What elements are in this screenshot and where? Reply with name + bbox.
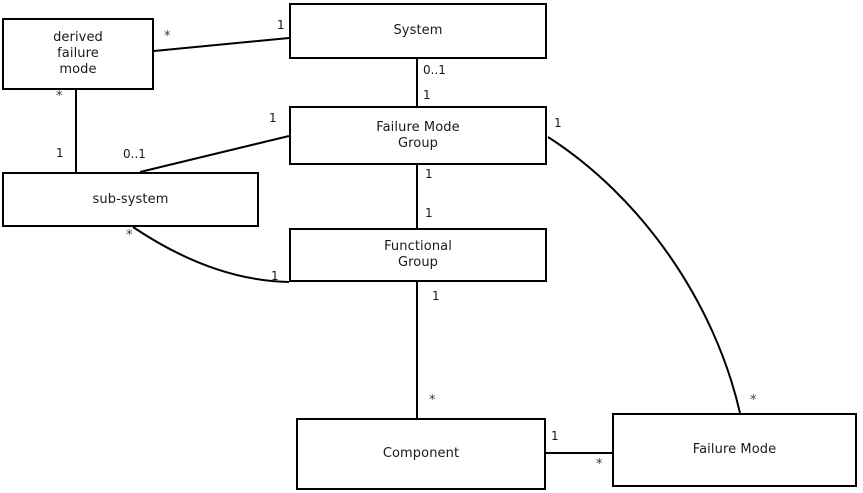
multiplicity-label-fmg-right: 1 xyxy=(554,116,562,130)
multiplicity-label-component-right: 1 xyxy=(551,429,559,443)
association-line-subsystem-fmg xyxy=(139,135,290,173)
class-box-component[interactable]: Component xyxy=(296,418,546,490)
multiplicity-label-component-up: * xyxy=(429,393,436,408)
multiplicity-label-fg-left: 1 xyxy=(271,269,279,283)
class-label-system: System xyxy=(393,23,443,38)
multiplicity-label-fm-left: * xyxy=(596,457,603,472)
multiplicity-label-fmg-left: 1 xyxy=(269,111,277,125)
class-box-derived-failure-mode[interactable]: derived failure mode xyxy=(2,18,154,90)
association-curve-fmg-fm xyxy=(547,136,741,414)
class-box-system[interactable]: System xyxy=(289,3,547,59)
class-label-component: Component xyxy=(382,446,460,461)
class-label-functional-group: Functional Group xyxy=(384,239,452,270)
multiplicity-label-system-down: 0..1 xyxy=(423,63,446,77)
multiplicity-label-subsystem-up: 1 xyxy=(56,146,64,160)
multiplicity-label-dfm-star: * xyxy=(164,29,171,44)
multiplicity-label-fmg-up: 1 xyxy=(423,88,431,102)
class-label-derived-failure-mode: derived failure mode xyxy=(53,30,103,77)
multiplicity-label-fg-down: 1 xyxy=(432,289,440,303)
class-label-failure-mode: Failure Mode xyxy=(692,442,777,457)
multiplicity-label-dfm-down: * xyxy=(56,89,63,104)
multiplicity-label-subsystem-down: * xyxy=(126,228,133,243)
multiplicity-label-subsystem-fmg: 0..1 xyxy=(123,147,146,161)
multiplicity-label-fm-top: * xyxy=(750,393,757,408)
association-line-dfm-system xyxy=(153,37,290,52)
multiplicity-label-fg-up: 1 xyxy=(425,206,433,220)
class-label-sub-system: sub-system xyxy=(92,191,169,207)
class-label-failure-mode-group: Failure Mode Group xyxy=(376,119,460,151)
association-curve-subsystem-fg xyxy=(132,226,290,283)
class-box-functional-group[interactable]: Functional Group xyxy=(289,228,547,282)
class-box-sub-system[interactable]: sub-system xyxy=(2,172,259,227)
multiplicity-label-fmg-down: 1 xyxy=(425,167,433,181)
multiplicity-label-system-left: 1 xyxy=(277,18,285,32)
class-box-failure-mode[interactable]: Failure Mode xyxy=(612,413,857,487)
class-box-failure-mode-group[interactable]: Failure Mode Group xyxy=(289,106,547,165)
